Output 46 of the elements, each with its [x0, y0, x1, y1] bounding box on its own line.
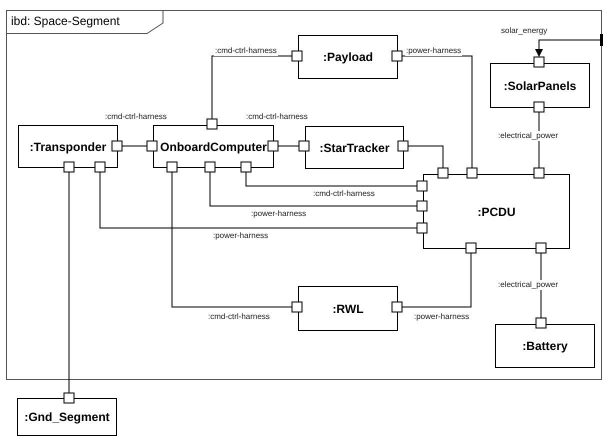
part-box [18, 125, 118, 168]
edge-label: :power-harness [413, 312, 470, 322]
edge-label: :cmd-ctrl-harness [214, 46, 278, 56]
part-box [153, 125, 274, 168]
connector [166, 162, 302, 312]
part-name: OnboardComputer [160, 140, 267, 154]
edge-label: :cmd-ctrl-harness [104, 112, 168, 122]
connector [240, 162, 428, 192]
connector [392, 242, 476, 312]
part-name: :PCDU [478, 204, 516, 218]
part-name: :Battery [522, 339, 568, 353]
edge-label: :power-harness [212, 231, 270, 241]
connector [392, 50, 478, 178]
connector [536, 242, 546, 328]
connector [398, 140, 448, 178]
frame-title: ibd: Space-Segment [10, 13, 120, 29]
diagram-frame [6, 10, 602, 380]
edge-label: :cmd-ctrl-harness [245, 112, 309, 122]
part-name: :Payload [322, 50, 373, 64]
part-box [305, 126, 404, 169]
part-box [298, 35, 398, 79]
edge-label: :power-harness [250, 209, 308, 219]
connector [94, 162, 428, 234]
connector [534, 102, 544, 178]
part-box [495, 324, 595, 368]
part-name: :SolarPanels [504, 78, 576, 92]
part-name: :Transponder [30, 140, 106, 154]
edge-label: :cmd-ctrl-harness [312, 189, 376, 199]
part-box [423, 174, 570, 249]
part-name: :Gnd_Segment [24, 410, 110, 424]
part-box [490, 63, 590, 108]
connector [268, 140, 310, 152]
edge-label: :cmd-ctrl-harness [207, 312, 271, 322]
edge-label: :electrical_power [497, 280, 560, 290]
edge-label: solar_energy [500, 26, 548, 36]
connector [112, 140, 158, 152]
part-box [298, 286, 398, 331]
connector [206, 50, 302, 130]
connector [64, 162, 74, 404]
part-name: :StarTracker [319, 140, 390, 154]
connector [535, 40, 602, 57]
edge-label: :power-harness [405, 46, 462, 56]
part-name: :RWL [332, 302, 364, 316]
part-box [17, 398, 117, 436]
connector [204, 162, 428, 212]
edge-label: :electrical_power [497, 131, 560, 141]
